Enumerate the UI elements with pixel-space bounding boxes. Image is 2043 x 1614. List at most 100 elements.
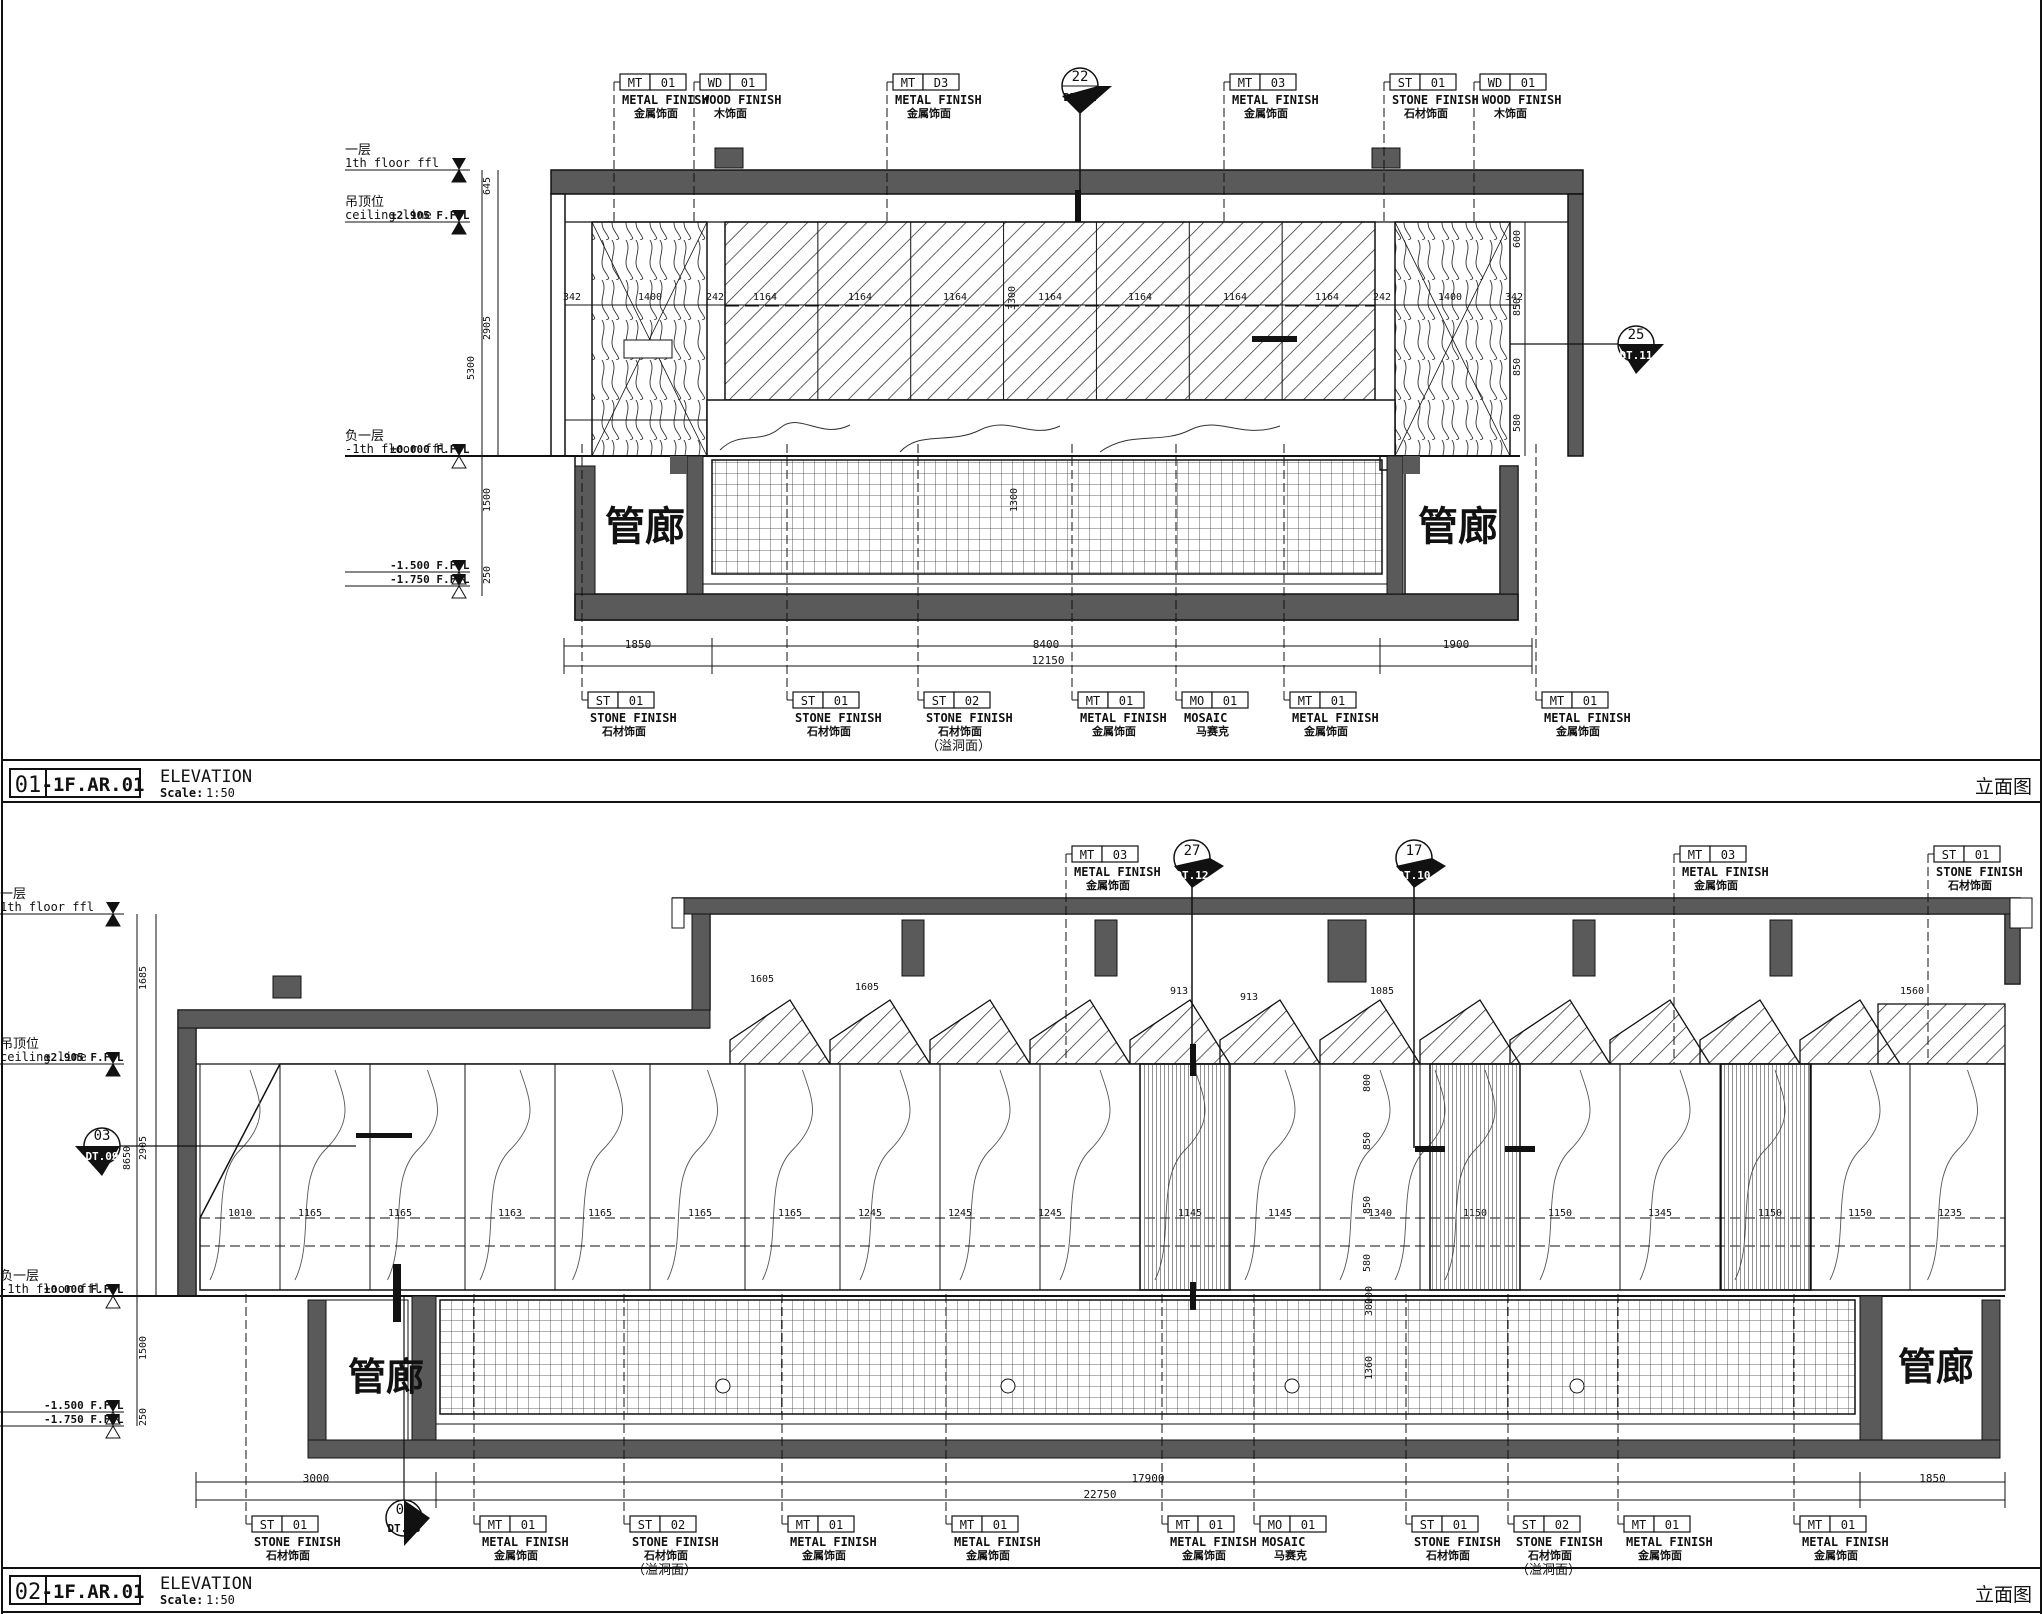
dim-roof-4: 1085	[1370, 986, 1394, 997]
svg-text:±0.000 F.F.L: ±0.000 F.F.L	[44, 1283, 124, 1296]
svg-text:石材饰面: 石材饰面	[1425, 1548, 1470, 1562]
dim-iv2-5: 200	[1364, 1286, 1375, 1304]
svg-text:金属饰面: 金属饰面	[1555, 724, 1600, 738]
svg-text:MT: MT	[1176, 1518, 1190, 1532]
svg-text:±2.905 F.F.L: ±2.905 F.F.L	[44, 1051, 124, 1064]
baffle-7	[1419, 999, 1522, 1065]
svg-text:金属饰面: 金属饰面	[1693, 878, 1738, 892]
dim-bottom2-1: 17900	[1131, 1472, 1164, 1485]
corridor-label-2-left: 管廊	[348, 1354, 424, 1399]
dim-top-1: 1400	[638, 292, 662, 303]
stone-strip	[706, 399, 1396, 457]
svg-text:01: 01	[1119, 694, 1133, 708]
svg-text:METAL FINISH: METAL FINISH	[790, 1535, 877, 1549]
svg-text:石材饰面: 石材饰面	[601, 724, 646, 738]
svg-text:负一层: 负一层	[345, 429, 384, 444]
svg-text:-1.750 F.F.L: -1.750 F.F.L	[44, 1413, 124, 1426]
drain-3	[1569, 1378, 1585, 1394]
dim-v-4: 250	[482, 566, 493, 584]
svg-text:马赛克: 马赛克	[1196, 724, 1229, 738]
svg-text:01: 01	[829, 1518, 843, 1532]
svg-text:石材饰面: 石材饰面	[1403, 106, 1448, 120]
svg-text:负一层: 负一层	[0, 1269, 39, 1284]
svg-text:MT: MT	[1086, 694, 1100, 708]
dim-iv-0: 3300	[1007, 286, 1018, 310]
svg-text:MT: MT	[1238, 76, 1252, 90]
svg-text:MT: MT	[1080, 848, 1094, 862]
dim-panel-5: 1165	[688, 1208, 712, 1219]
dim-v-1: 2905	[482, 316, 493, 340]
svg-text:MOSAIC: MOSAIC	[1262, 1535, 1305, 1549]
svg-text:MO: MO	[1190, 694, 1204, 708]
baffle-5	[1219, 999, 1322, 1065]
svg-text:METAL FINISH: METAL FINISH	[622, 93, 709, 107]
svg-text:METAL FINISH: METAL FINISH	[482, 1535, 569, 1549]
svg-text:DT.10: DT.10	[1397, 869, 1430, 882]
svg-text:WOOD FINISH: WOOD FINISH	[702, 93, 781, 107]
dim-v-2: 5300	[466, 356, 477, 380]
svg-text:金属饰面: 金属饰面	[801, 1548, 846, 1562]
baffle-1	[829, 999, 932, 1065]
dim-roof-2: 913	[1170, 986, 1188, 997]
right-wall	[1567, 193, 1584, 457]
svg-text:01: 01	[741, 76, 755, 90]
svg-text:ST: ST	[1942, 848, 1956, 862]
svg-text:MT: MT	[1550, 694, 1564, 708]
panel-title-02: ELEVATION	[160, 1574, 252, 1594]
svg-text:±0.000 F.F.L: ±0.000 F.F.L	[390, 443, 470, 456]
dim-v2-4: 250	[138, 1408, 149, 1426]
dim-v2-3: 1500	[138, 1336, 149, 1360]
svg-text:02: 02	[965, 694, 979, 708]
svg-text:01: 01	[1841, 1518, 1855, 1532]
dim-top-0: 342	[563, 292, 581, 303]
dim-right-3: 580	[1512, 414, 1523, 432]
dim-panel-11: 1145	[1268, 1208, 1292, 1219]
svg-text:METAL FINISH: METAL FINISH	[1292, 711, 1379, 725]
svg-text:石材饰面: 石材饰面	[1947, 878, 1992, 892]
svg-text:金属饰面: 金属饰面	[1085, 878, 1130, 892]
corridor-label-right: 管廊	[1418, 503, 1498, 550]
svg-text:STONE FINISH: STONE FINISH	[632, 1535, 719, 1549]
dim-right-0: 600	[1512, 230, 1523, 248]
baffle-3	[1029, 999, 1132, 1065]
dim-bottom-1: 8400	[1033, 638, 1060, 651]
svg-text:01: 01	[629, 694, 643, 708]
svg-text:石材饰面: 石材饰面	[265, 1548, 310, 1562]
svg-text:01: 01	[1453, 1518, 1467, 1532]
panel-title-01: ELEVATION	[160, 767, 252, 787]
svg-text:金属饰面: 金属饰面	[633, 106, 678, 120]
svg-text:METAL FINISH: METAL FINISH	[1682, 865, 1769, 879]
right-title-02: 立面图	[1975, 1584, 2032, 1606]
svg-text:WD: WD	[1488, 76, 1502, 90]
svg-text:STONE FINISH: STONE FINISH	[254, 1535, 341, 1549]
dim-panel-1: 1165	[298, 1208, 322, 1219]
dim-top-12: 342	[1505, 292, 1523, 303]
level-2: 负一层-1th floor ffl±0.000 F.F.L	[345, 429, 470, 469]
metal-panel-dark-2	[1429, 1063, 1521, 1291]
svg-text:D3: D3	[934, 76, 948, 90]
svg-text:MT: MT	[628, 76, 642, 90]
svg-text:ceiling line: ceiling line	[0, 1050, 87, 1064]
svg-text:MT: MT	[960, 1518, 974, 1532]
svg-text:金属饰面: 金属饰面	[1243, 106, 1288, 120]
svg-text:02: 02	[396, 1502, 413, 1518]
svg-text:01: 01	[1665, 1518, 1679, 1532]
svg-text:ST: ST	[1420, 1518, 1434, 1532]
svg-text:±2.905 F.F.L: ±2.905 F.F.L	[390, 209, 470, 222]
svg-text:METAL FINISH: METAL FINISH	[1074, 865, 1161, 879]
svg-text:MT: MT	[1298, 694, 1312, 708]
svg-text:17: 17	[1406, 843, 1423, 859]
svg-text:MT: MT	[901, 76, 915, 90]
dim-iv2-3: 580	[1362, 1254, 1373, 1272]
svg-text:ceiling line: ceiling line	[345, 208, 432, 222]
